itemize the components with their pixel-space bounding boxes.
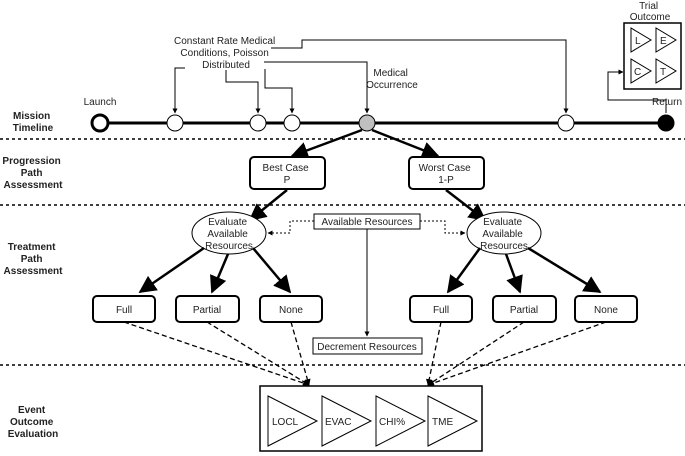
outcome-metric-evac: EVAC [321, 395, 373, 447]
option-partial-right [492, 295, 557, 323]
svg-text:T: T [660, 67, 666, 78]
evaluate-label: Evaluate Available Resources [205, 217, 253, 252]
connector [607, 69, 667, 113]
launch-label: Launch [84, 97, 117, 108]
connector [264, 69, 295, 114]
best-case-label: Best Case P [263, 163, 312, 186]
svg-text:TME: TME [432, 417, 453, 428]
outcome-metric-chi: CHI% [375, 395, 427, 447]
row-label-outcome: Event Outcome Evaluation [8, 405, 59, 440]
trial-outcome-cell: E [655, 27, 677, 53]
option-label: Partial [510, 305, 538, 316]
connector [225, 70, 261, 114]
evaluate-resources-left [191, 211, 267, 255]
connector [446, 247, 482, 294]
return-label: Return [652, 97, 682, 108]
connector [504, 253, 523, 294]
event-node [283, 114, 301, 132]
connector [210, 253, 230, 294]
trial-outcome-title: Trial Outcome [630, 1, 671, 23]
connector [271, 39, 569, 114]
worst-case-label: Worst Case 1-P [419, 163, 474, 186]
option-label: Full [433, 305, 449, 316]
decrement-resources-label: Decrement Resources [317, 342, 416, 353]
event-node [166, 114, 184, 132]
option-label: None [594, 305, 618, 316]
connector [172, 67, 185, 114]
connector [264, 61, 370, 114]
connector [267, 220, 314, 236]
option-label: Full [116, 305, 132, 316]
connector [290, 128, 363, 159]
svg-text:LOCL: LOCL [272, 417, 299, 428]
medical-occurrence-node [358, 114, 376, 132]
worst-case-box [408, 156, 485, 190]
connector [427, 321, 525, 386]
constant-rate-label: Constant Rate Medical Conditions, Poisso… [174, 36, 278, 71]
evaluate-resources-right [466, 211, 542, 255]
available-resources-label: Available Resources [322, 217, 413, 228]
svg-text:EVAC: EVAC [325, 417, 352, 428]
trial-outcome-cell: C [630, 58, 652, 84]
connector [420, 220, 466, 236]
evaluate-label: Evaluate Available Resources [480, 217, 528, 252]
medical-occurrence-label: Medical Occurrence [366, 68, 418, 91]
svg-text:L: L [635, 36, 641, 47]
connector [527, 246, 602, 294]
svg-text:E: E [660, 36, 667, 47]
trial-outcome-cell: L [630, 27, 652, 53]
svg-text:CHI%: CHI% [379, 417, 405, 428]
connector [252, 247, 292, 294]
connector [427, 321, 607, 387]
option-label: Partial [193, 305, 221, 316]
event-node [249, 114, 267, 132]
connector [123, 321, 310, 387]
best-case-box [249, 156, 326, 190]
row-label-mission: Mission Timeline [13, 111, 54, 134]
launch-node [90, 113, 110, 133]
connector [248, 189, 288, 222]
row-label-progression: Progression Path Assessment [2, 156, 63, 191]
svg-text:C: C [634, 67, 641, 78]
outcome-metric-tme: TME [427, 395, 479, 447]
connector [425, 321, 442, 386]
outcome-metric-locl: LOCL [267, 395, 319, 447]
row-label-treatment: Treatment Path Assessment [4, 242, 64, 277]
option-label: None [279, 305, 303, 316]
return-node [657, 114, 675, 132]
trial-outcome-cell: T [655, 58, 677, 84]
connector [445, 189, 487, 222]
connector [371, 128, 440, 159]
decrement-resources-box [312, 337, 423, 355]
event-node [557, 114, 575, 132]
connector [290, 321, 311, 386]
connector [138, 246, 205, 294]
connector [206, 321, 310, 386]
